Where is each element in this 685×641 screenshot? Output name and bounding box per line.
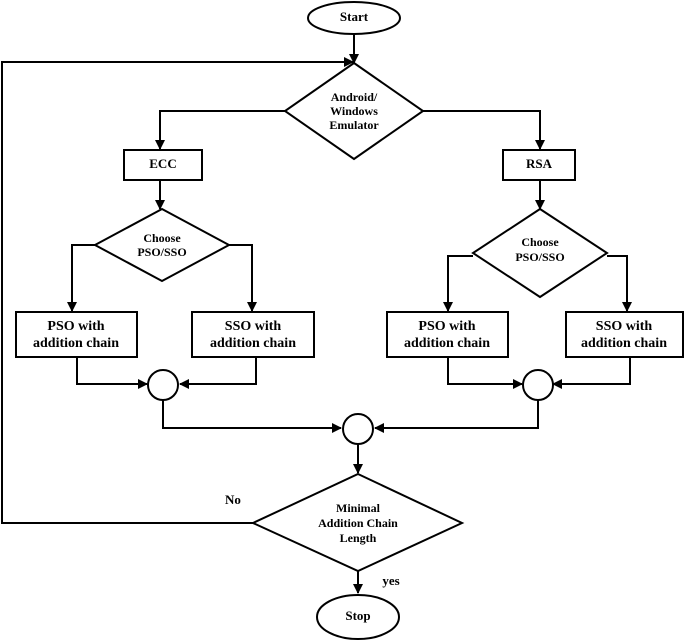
node-decision: Minimal Addition Chain Length bbox=[250, 472, 465, 573]
decision-line2: Addition Chain bbox=[318, 516, 398, 530]
stop-label: Stop bbox=[345, 608, 370, 623]
edge-emulator-to-ecc bbox=[155, 110, 285, 150]
node-rsa: RSA bbox=[502, 149, 576, 181]
sso-left-line1: SSO with bbox=[225, 319, 282, 334]
node-start: Start bbox=[307, 1, 401, 35]
edges bbox=[1, 34, 632, 594]
choose-right-line1: Choose bbox=[521, 235, 559, 249]
choose-right-line2: PSO/SSO bbox=[515, 250, 564, 264]
edge-merge-right-to-final bbox=[374, 400, 539, 433]
pso-right-line1: PSO with bbox=[418, 319, 475, 334]
edge-choose-right-to-pso bbox=[443, 255, 473, 312]
decision-line1: Minimal bbox=[336, 501, 381, 515]
yes-label: yes bbox=[382, 573, 399, 588]
pso-left-line1: PSO with bbox=[47, 319, 104, 334]
edge-merge-left-to-final bbox=[162, 400, 342, 433]
rsa-label: RSA bbox=[526, 156, 553, 171]
choose-left-line1: Choose bbox=[143, 231, 181, 245]
node-stop: Stop bbox=[316, 594, 400, 640]
edge-pso-right-to-merge bbox=[447, 357, 523, 389]
pso-right-line2: addition chain bbox=[404, 336, 490, 351]
no-label: No bbox=[225, 492, 241, 507]
ecc-label: ECC bbox=[149, 156, 176, 171]
edge-choose-left-to-sso bbox=[229, 244, 257, 312]
sso-right-line1: SSO with bbox=[596, 319, 653, 334]
node-pso-left: PSO with addition chain bbox=[15, 311, 138, 358]
decision-line3: Length bbox=[340, 531, 377, 545]
edge-choose-right-to-sso bbox=[607, 255, 632, 312]
node-choose-right: Choose PSO/SSO bbox=[471, 207, 609, 299]
node-pso-right: PSO with addition chain bbox=[386, 311, 509, 358]
node-ecc: ECC bbox=[123, 149, 203, 181]
edge-no-loop-back bbox=[1, 57, 354, 524]
sso-right-line2: addition chain bbox=[581, 336, 667, 351]
edge-sso-left-to-merge bbox=[179, 357, 257, 389]
edge-emulator-to-rsa bbox=[423, 110, 545, 150]
node-sso-left: SSO with addition chain bbox=[191, 311, 315, 358]
pso-left-line2: addition chain bbox=[33, 336, 119, 351]
choose-left-line2: PSO/SSO bbox=[137, 245, 186, 259]
node-sso-right: SSO with addition chain bbox=[565, 311, 684, 358]
emulator-label-line3: Emulator bbox=[329, 118, 379, 132]
emulator-label-line1: Android/ bbox=[331, 90, 378, 104]
start-label: Start bbox=[340, 9, 369, 24]
merge-circle-left bbox=[147, 369, 179, 401]
node-emulator: Android/ Windows Emulator bbox=[283, 61, 425, 161]
node-choose-left: Choose PSO/SSO bbox=[92, 207, 232, 283]
emulator-label-line2: Windows bbox=[330, 104, 378, 118]
edge-sso-right-to-merge bbox=[552, 357, 631, 389]
merge-circle-final bbox=[342, 413, 374, 445]
edge-choose-left-to-pso bbox=[67, 244, 95, 312]
merge-circle-right bbox=[522, 369, 554, 401]
edge-pso-left-to-merge bbox=[76, 357, 148, 389]
sso-left-line2: addition chain bbox=[210, 336, 296, 351]
